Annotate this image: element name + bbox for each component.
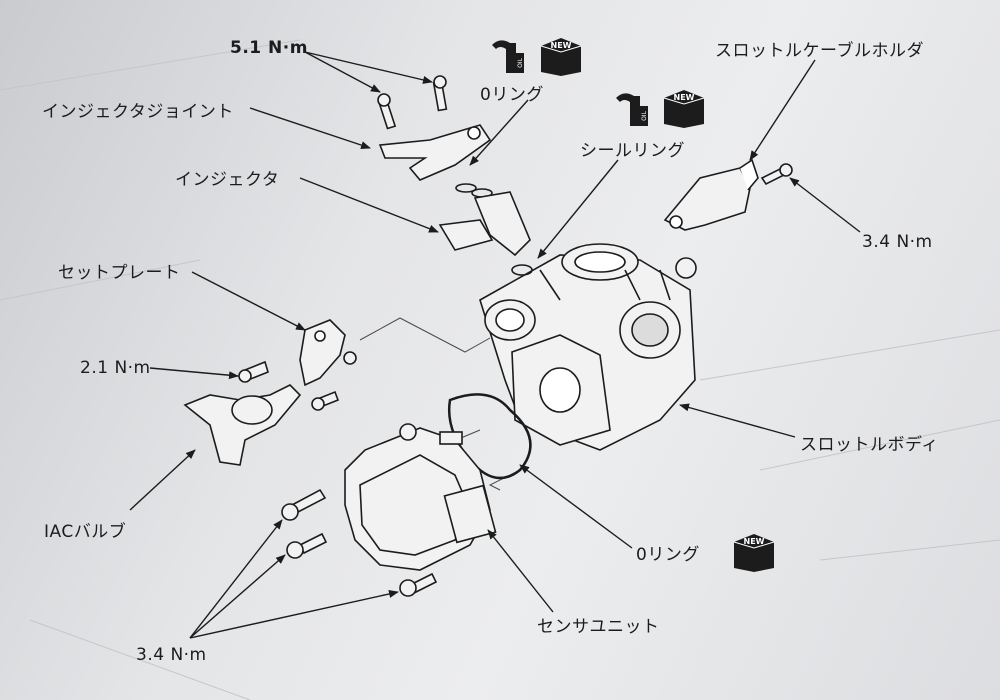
o-ring-top-label: 0リング: [480, 85, 544, 105]
set-plate-label: セットプレート: [58, 263, 181, 283]
throttle-body: [479, 243, 697, 451]
injector-joint: [377, 75, 492, 181]
svg-text:OIL: OIL: [517, 57, 524, 67]
torque-label-bottom: 3.4 N·m: [136, 645, 207, 665]
throttle-cable-holder-label: スロットルケーブルホルダ: [715, 41, 924, 61]
throttle-cable-holder: [663, 158, 793, 231]
oil-can-icon: OIL: [616, 93, 648, 126]
svg-text:NEW: NEW: [744, 537, 765, 546]
torque-label-right: 3.4 N·m: [862, 232, 933, 252]
leader-lines: [129, 51, 861, 639]
background-faint-lines: [0, 39, 1000, 700]
svg-text:NEW: NEW: [551, 41, 572, 50]
seal-ring-label: シールリング: [580, 141, 685, 161]
new-part-box-icon: NEW: [663, 90, 705, 128]
injector-joint-label: インジェクタジョイント: [42, 102, 234, 122]
o-ring-bottom-label: 0リング: [636, 545, 700, 565]
iac-valve: [183, 360, 302, 466]
torque-label-top: 5.1 N·m: [230, 38, 308, 58]
throttle-body-label: スロットルボディ: [800, 435, 939, 455]
injector-label: インジェクタ: [175, 170, 280, 190]
sensor-unit-label: センサユニット: [537, 617, 660, 637]
svg-text:OIL: OIL: [641, 110, 648, 120]
iac-valve-label: IACバルブ: [44, 522, 127, 542]
svg-text:NEW: NEW: [674, 93, 695, 102]
sensor-unit: [344, 423, 497, 571]
set-plate: [299, 319, 357, 411]
new-part-box-icon: NEW: [540, 38, 582, 76]
new-part-box-icon: NEW: [733, 534, 775, 572]
injector-assembly: [438, 183, 533, 276]
torque-label-mid: 2.1 N·m: [80, 358, 151, 378]
oil-can-icon: OIL: [492, 40, 524, 73]
bottom-bolts: [281, 488, 438, 597]
